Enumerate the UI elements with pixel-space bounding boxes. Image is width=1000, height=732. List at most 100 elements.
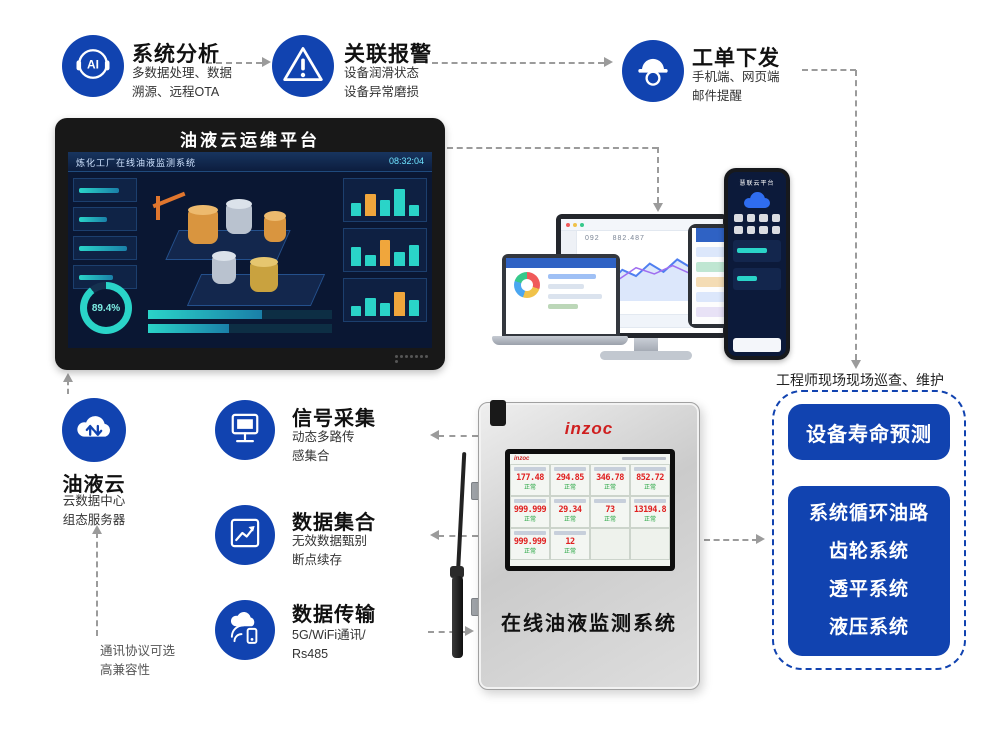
stat-value: 092 (585, 235, 600, 242)
mini-bar-chart (343, 178, 427, 222)
chart-trend-icon (224, 512, 266, 559)
workorder-desc-line2: 邮件提醒 (692, 88, 743, 103)
device-screen-header: inzoc (510, 454, 670, 464)
platform-tv-frame: 油液云运维平台 炼化工厂在线油液监测系统 08:32:04 (55, 118, 445, 370)
protocol-note: 通讯协议可选 高兼容性 (100, 642, 175, 681)
cloud-device-icon (224, 607, 266, 654)
alarm-circle (272, 35, 334, 97)
connector-device-signal (438, 435, 478, 437)
life-prediction-box: 设备寿命预测 (788, 404, 950, 460)
laptop-bar-rows (548, 274, 608, 314)
arrowhead-down-icon (851, 360, 861, 369)
oil-tank (264, 211, 286, 242)
cloud-sync-circle (62, 398, 126, 462)
analysis-desc-line1: 多数据处理、数据 (132, 66, 233, 80)
phone-app-grid (734, 214, 780, 234)
system-item: 液压系统 (828, 617, 909, 638)
connector-workorder-down-h (802, 69, 856, 71)
connector-analysis-alarm (206, 62, 262, 64)
connector-workorder-down-v (855, 70, 857, 360)
tv-vent-dots (395, 355, 429, 363)
life-prediction-label: 设备寿命预测 (806, 423, 932, 446)
arrowhead-right-icon (262, 57, 271, 67)
transmit-circle (215, 600, 275, 660)
arrowhead-right-icon (756, 534, 765, 544)
arrowhead-right-icon (465, 626, 474, 636)
protocol-note-line1: 通讯协议可选 (100, 644, 176, 658)
alarm-desc-line1: 设备润滑状态 (344, 66, 420, 80)
analysis-title: 系统分析 (132, 43, 220, 66)
cloud-desc: 云数据中心 组态服务器 (42, 492, 146, 530)
workorder-desc: 手机端、网页端 邮件提醒 (692, 68, 780, 106)
systems-dashed-outline (772, 390, 966, 670)
device-brand-logo: inzoc (564, 419, 614, 438)
oil-tank (250, 257, 278, 292)
laptop-device (502, 254, 620, 338)
laptop-screen (506, 258, 616, 334)
gauge-value: 89.4% (87, 289, 125, 327)
dashboard-clock: 08:32:04 (388, 156, 424, 166)
smartphone-device: 慧联云平台 (724, 168, 790, 360)
dashboard-bottom-rows (148, 310, 332, 338)
monitored-systems-box: 系统循环油路 齿轮系统 透平系统 液压系统 (788, 486, 950, 656)
system-item: 齿轮系统 (828, 541, 909, 562)
stat-value: 882.487 (612, 235, 645, 242)
oil-tank (188, 205, 218, 244)
system-item: 透平系统 (828, 579, 909, 600)
status-row (148, 324, 332, 333)
worker-helmet-icon (631, 47, 675, 96)
transmit-desc-line2: Rs485 (292, 646, 329, 661)
engineer-caption: 工程师现场现场巡查、维护 (776, 372, 944, 388)
connector-cloud-tv (67, 380, 69, 394)
alarm-title: 关联报警 (344, 43, 432, 66)
phone-bottom-bar (733, 338, 781, 352)
phone-screen: 慧联云平台 (728, 172, 786, 356)
dashboard-left-panels (73, 178, 137, 294)
connector-device-systems (704, 539, 758, 541)
cloud-desc-line1: 云数据中心 (62, 494, 126, 508)
reading-cell-empty (630, 528, 670, 560)
arrowhead-right-icon (604, 57, 613, 67)
workorder-circle (622, 40, 684, 102)
aggregate-desc-line1: 无效数据甄别 (292, 534, 368, 548)
dashboard-title: 炼化工厂在线油液监测系统 (76, 158, 197, 168)
warning-triangle-icon (281, 42, 325, 91)
device-product-label: 在线油液监测系统 (501, 613, 677, 635)
system-item: 系统循环油路 (808, 503, 929, 524)
phone-app-title: 慧联云平台 (739, 181, 775, 187)
arrowhead-up-icon (92, 525, 102, 534)
transmit-desc-line1: 5G/WiFi通讯/ (292, 628, 366, 642)
cloud-desc-line2: 组态服务器 (62, 512, 126, 527)
platform-dashboard-screen: 炼化工厂在线油液监测系统 08:32:04 (68, 152, 432, 348)
aggregate-desc: 无效数据甄别 断点续存 (292, 532, 367, 570)
panel (73, 236, 137, 260)
antenna-base (452, 576, 463, 658)
monitor-stat-values: 092 882.487 (585, 235, 655, 242)
antenna-rod (455, 451, 467, 579)
connector-protocol-cloud (96, 532, 98, 636)
signal-desc-line2: 感集合 (292, 448, 330, 463)
crane-icon (156, 196, 160, 220)
device-screen-datetime-bar (622, 457, 666, 460)
arrowhead-up-icon (63, 373, 73, 382)
signal-circle (215, 400, 275, 460)
transmit-desc: 5G/WiFi通讯/ Rs485 (292, 626, 366, 664)
dashboard-gauge: 89.4% (80, 282, 132, 334)
cloud-updown-icon (71, 405, 117, 456)
cloud-illustration-icon (742, 192, 772, 208)
connector-tv-devices-v (657, 147, 659, 203)
antenna-joint (450, 566, 464, 578)
sensor-display-icon (224, 407, 266, 454)
